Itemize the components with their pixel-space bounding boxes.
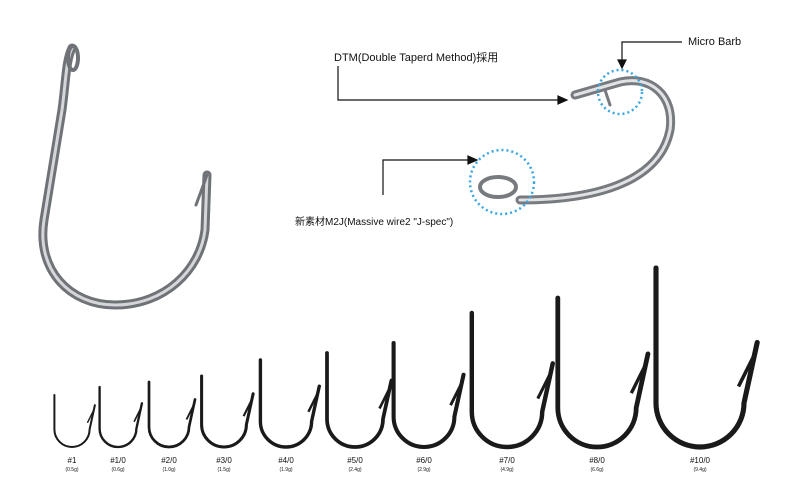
hook-1 <box>98 385 144 449</box>
hook-2 <box>147 380 197 449</box>
hook-barb-0 <box>86 409 95 424</box>
hook-0 <box>53 394 96 448</box>
hook-barb-3 <box>242 398 253 417</box>
hook-barb-7 <box>536 371 553 400</box>
size-label: #10/0 (9.4g) <box>670 457 730 474</box>
hook-size: #3/0 <box>216 456 232 465</box>
size-label: #8/0 (6.6g) <box>567 457 627 474</box>
hook-barb-9 <box>736 352 757 388</box>
size-label: #2/0 (1.0g) <box>139 457 199 474</box>
hook-weight: (6.6g) <box>590 467 604 473</box>
hook-barb-5 <box>378 386 392 410</box>
hook-7 <box>469 310 555 450</box>
hook-size: #6/0 <box>416 456 432 465</box>
hook-size: #1 <box>67 456 77 465</box>
hook-weight: (1.5g) <box>217 467 231 473</box>
size-label: #5/0 (2.4g) <box>325 457 385 474</box>
hook-size: #10/0 <box>689 456 711 465</box>
size-label: #7/0 (4.9g) <box>477 457 537 474</box>
hook-weight: (2.9g) <box>417 467 431 473</box>
hook-weight: (2.4g) <box>348 467 362 473</box>
size-lineup <box>53 265 760 450</box>
hook-size: #4/0 <box>278 456 294 465</box>
hook-barb-2 <box>185 404 195 420</box>
size-label: #3/0 (1.5g) <box>194 457 254 474</box>
size-label: #4/0 (1.9g) <box>256 457 316 474</box>
m2j-annotation: 新素材M2J(Massive wire2 "J-spec") <box>295 217 454 228</box>
hook-weight: (9.4g) <box>693 467 707 473</box>
size-label: #1 (0.5g) <box>42 457 102 474</box>
hook-6 <box>391 340 466 449</box>
hook-barb-6 <box>449 381 464 406</box>
circle-hook-silver <box>478 76 676 205</box>
hook-8 <box>555 295 651 450</box>
large-silver-hook <box>38 43 212 310</box>
hook-weight: (1.9g) <box>279 467 293 473</box>
hook-4 <box>258 358 321 449</box>
hook-3 <box>200 374 255 449</box>
hook-size: #5/0 <box>347 456 363 465</box>
dtm-annotation: DTM(Double Taperd Method)採用 <box>334 52 499 64</box>
hook-size: #7/0 <box>499 456 515 465</box>
hook-9 <box>653 265 760 450</box>
hook-5 <box>325 351 394 449</box>
annotation-arrows <box>337 41 682 195</box>
hook-size: #2/0 <box>161 456 177 465</box>
hook-size: #1/0 <box>110 456 126 465</box>
m2j-highlight <box>468 148 536 216</box>
size-label: #1/0 (0.6g) <box>88 457 148 474</box>
hook-barb-4 <box>307 392 320 413</box>
hook-barb-1 <box>133 407 142 423</box>
micro-barb-highlight <box>596 68 644 116</box>
size-label: #6/0 (2.9g) <box>394 457 454 474</box>
hook-weight: (0.5g) <box>65 467 79 473</box>
hook-barb-8 <box>629 362 648 394</box>
micro-barb-annotation: Micro Barb <box>688 36 742 48</box>
hook-size: #8/0 <box>589 456 605 465</box>
hook-weight: (1.0g) <box>162 467 176 473</box>
hook-weight: (4.9g) <box>500 467 514 473</box>
hook-weight: (0.6g) <box>111 467 125 473</box>
